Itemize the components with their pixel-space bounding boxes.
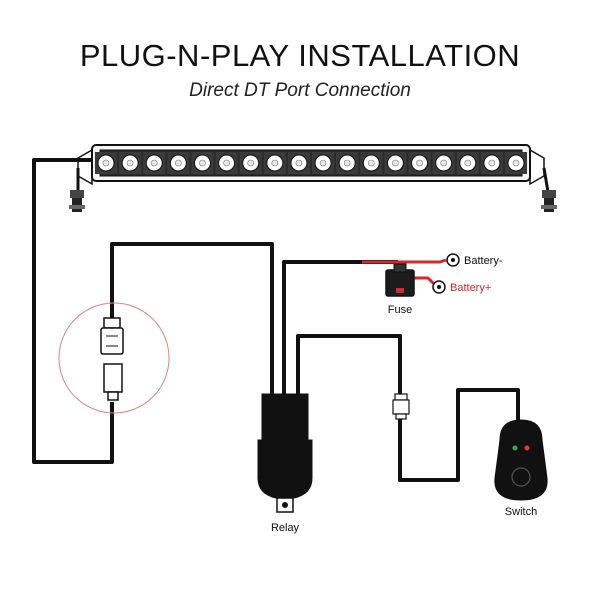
led-chip-icon bbox=[223, 159, 230, 167]
led-chip-icon bbox=[126, 159, 134, 167]
led-chip-icon bbox=[271, 159, 279, 167]
switch-label: Switch bbox=[505, 506, 537, 518]
battery-negative-label: Battery- bbox=[464, 255, 503, 267]
right-mount-bracket bbox=[541, 167, 557, 212]
light-bar bbox=[77, 144, 545, 186]
switch-button[interactable] bbox=[511, 467, 531, 487]
page-title: PLUG-N-PLAY INSTALLATION bbox=[79, 38, 521, 73]
led-chip-icon bbox=[343, 159, 351, 167]
led-chip-icon bbox=[488, 159, 496, 167]
switch[interactable] bbox=[494, 419, 548, 501]
relay[interactable] bbox=[257, 393, 313, 513]
battery-negative-terminal[interactable] bbox=[446, 253, 460, 267]
battery-positive-label: Battery+ bbox=[450, 282, 491, 294]
led-chip-icon bbox=[247, 159, 255, 167]
relay-to-switch-wire bbox=[296, 334, 402, 396]
led-row bbox=[94, 152, 528, 174]
page-subtitle: Direct DT Port Connection bbox=[189, 80, 411, 101]
relay-label: Relay bbox=[271, 522, 300, 534]
led-chip-icon bbox=[440, 159, 447, 167]
dt-connector[interactable] bbox=[100, 317, 124, 401]
led-chip-icon bbox=[392, 159, 399, 167]
connector-to-relay-wire bbox=[110, 242, 274, 396]
led-chip-icon bbox=[102, 159, 110, 167]
left-mount-bracket bbox=[69, 168, 85, 212]
battery-positive-terminal[interactable] bbox=[432, 280, 446, 294]
led-chip-icon bbox=[319, 159, 327, 167]
light-bar-output-wire bbox=[32, 158, 114, 464]
led-chip-icon bbox=[367, 159, 375, 167]
led-chip-icon bbox=[199, 159, 206, 167]
fuse-to-battery-negative-wire bbox=[362, 258, 447, 264]
led-chip-icon bbox=[175, 159, 182, 167]
led-chip-icon bbox=[416, 159, 423, 167]
fuse-label: Fuse bbox=[388, 304, 412, 316]
led-chip-icon bbox=[464, 159, 472, 167]
switch-harness-wire bbox=[398, 388, 520, 482]
relay-to-fuse-wire bbox=[282, 260, 398, 396]
dt-connector-highlight bbox=[58, 302, 170, 414]
led-chip-icon bbox=[295, 159, 303, 167]
led-chip-icon bbox=[512, 159, 520, 167]
led-chip-icon bbox=[150, 159, 158, 167]
switch-red-led-icon bbox=[524, 445, 530, 451]
switch-inline-connector[interactable] bbox=[392, 393, 410, 420]
fuse[interactable] bbox=[385, 263, 415, 297]
switch-green-led-icon bbox=[512, 445, 518, 451]
